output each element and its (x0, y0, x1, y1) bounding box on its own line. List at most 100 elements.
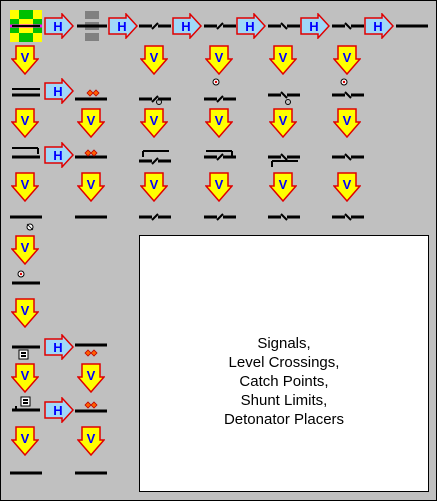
catch-point-up-tile[interactable] (332, 139, 364, 171)
h-arrow-icon[interactable]: H (172, 13, 202, 39)
v-letter: V (21, 303, 30, 318)
v-arrow-icon[interactable]: V (11, 108, 39, 138)
h-arrow-icon[interactable]: H (44, 397, 74, 423)
v-letter: V (215, 177, 224, 192)
v-arrow-icon[interactable]: V (11, 235, 39, 265)
catch-point-down-tile[interactable] (268, 201, 300, 233)
catch-point-up-tile[interactable] (332, 201, 364, 233)
v-arrow-icon[interactable]: V (269, 172, 297, 202)
v-letter: V (279, 113, 288, 128)
h-letter: H (53, 403, 62, 418)
catch-point-right-tile[interactable] (204, 201, 236, 233)
v-letter: V (343, 113, 352, 128)
v-letter: V (21, 240, 30, 255)
v-letter: V (87, 368, 96, 383)
v-letter: V (343, 177, 352, 192)
h-arrow-icon[interactable]: H (364, 13, 394, 39)
h-letter: H (181, 19, 190, 34)
level-crossing-tile[interactable] (10, 394, 42, 426)
v-letter: V (21, 431, 30, 446)
signal-up-catch-tile[interactable] (332, 77, 364, 109)
h-letter: H (53, 340, 62, 355)
v-arrow-icon[interactable]: V (77, 172, 105, 202)
v-arrow-icon[interactable]: V (77, 108, 105, 138)
v-arrow-icon[interactable]: V (205, 172, 233, 202)
detonator-placer-tile[interactable] (75, 331, 107, 363)
plain-track-selected-tile[interactable] (10, 10, 42, 42)
v-arrow-icon[interactable]: V (11, 172, 39, 202)
signal-down-catch-tile[interactable] (139, 77, 171, 109)
detonator-placer-tile[interactable] (75, 77, 107, 109)
detonator-placer-tile[interactable] (75, 139, 107, 171)
plain-track-tile[interactable] (396, 10, 428, 42)
v-arrow-icon[interactable]: V (140, 45, 168, 75)
shunt-limit-tile[interactable] (10, 77, 42, 109)
v-letter: V (279, 177, 288, 192)
v-arrow-icon[interactable]: V (77, 426, 105, 456)
plain-track-tile[interactable] (10, 201, 42, 233)
h-letter: H (53, 84, 62, 99)
v-letter: V (87, 431, 96, 446)
h-arrow-icon[interactable]: H (44, 13, 74, 39)
v-letter: V (21, 368, 30, 383)
v-letter: V (87, 177, 96, 192)
v-arrow-icon[interactable]: V (11, 45, 39, 75)
v-arrow-icon[interactable]: V (205, 108, 233, 138)
shunt-limit-catch-right-tile[interactable] (204, 139, 236, 171)
v-letter: V (21, 50, 30, 65)
plain-track-tile[interactable] (75, 457, 107, 489)
h-arrow-icon[interactable]: H (108, 13, 138, 39)
h-letter: H (53, 19, 62, 34)
h-letter: H (309, 19, 318, 34)
v-arrow-icon[interactable]: V (11, 363, 39, 393)
h-letter: H (245, 19, 254, 34)
h-arrow-icon[interactable]: H (236, 13, 266, 39)
detonator-placer-tile[interactable] (75, 394, 107, 426)
plain-track-tile[interactable] (10, 457, 42, 489)
v-arrow-icon[interactable]: V (11, 298, 39, 328)
v-arrow-icon[interactable]: V (269, 45, 297, 75)
v-letter: V (21, 177, 30, 192)
v-arrow-icon[interactable]: V (269, 108, 297, 138)
v-letter: V (150, 113, 159, 128)
signal-left-tile[interactable] (10, 213, 42, 233)
v-arrow-icon[interactable]: V (333, 172, 361, 202)
h-arrow-icon[interactable]: H (44, 142, 74, 168)
v-arrow-icon[interactable]: V (333, 108, 361, 138)
catch-point-left-tile[interactable] (139, 10, 171, 42)
info-panel-text: Signals, Level Crossings, Catch Points, … (223, 335, 345, 428)
v-arrow-icon[interactable]: V (205, 45, 233, 75)
v-arrow-icon[interactable]: V (333, 45, 361, 75)
h-letter: H (117, 19, 126, 34)
shunt-limit-left-tile[interactable] (10, 139, 42, 171)
catch-point-up-tile[interactable] (332, 10, 364, 42)
catch-point-left-tile[interactable] (139, 201, 171, 233)
h-arrow-icon[interactable]: H (44, 334, 74, 360)
shunt-limit-catch-down-tile[interactable] (268, 139, 300, 171)
signal-down-catch-tile[interactable] (268, 77, 300, 109)
v-arrow-icon[interactable]: V (11, 426, 39, 456)
grey-stop-block-tile[interactable] (77, 10, 107, 42)
level-crossing-tile[interactable] (10, 331, 42, 363)
v-letter: V (215, 113, 224, 128)
signal-right-tile[interactable] (10, 265, 42, 291)
v-letter: V (21, 113, 30, 128)
catch-point-down-tile[interactable] (268, 10, 300, 42)
h-arrow-icon[interactable]: H (300, 13, 330, 39)
h-letter: H (53, 148, 62, 163)
v-arrow-icon[interactable]: V (140, 108, 168, 138)
v-letter: V (343, 50, 352, 65)
v-letter: V (150, 177, 159, 192)
v-arrow-icon[interactable]: V (140, 172, 168, 202)
signal-up-catch-tile[interactable] (204, 77, 236, 109)
info-panel: Signals, Level Crossings, Catch Points, … (139, 235, 429, 492)
plain-track-tile[interactable] (75, 201, 107, 233)
v-arrow-icon[interactable]: V (77, 363, 105, 393)
v-letter: V (279, 50, 288, 65)
catch-point-right-tile[interactable] (204, 10, 236, 42)
v-letter: V (87, 113, 96, 128)
v-letter: V (150, 50, 159, 65)
h-arrow-icon[interactable]: H (44, 78, 74, 104)
shunt-limit-catch-left-tile[interactable] (139, 139, 171, 171)
